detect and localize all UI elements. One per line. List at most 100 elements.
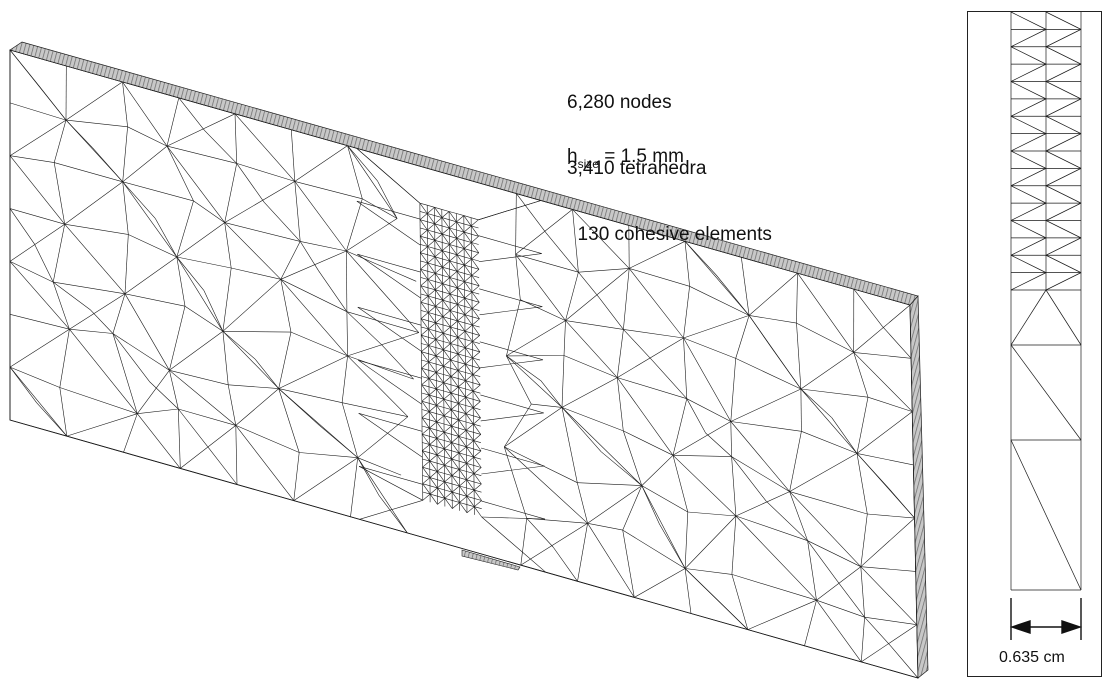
mesh-edge	[465, 430, 474, 441]
mesh-edge	[421, 345, 429, 352]
section-edge	[1010, 185, 1047, 204]
thickness-label: 0.635 cm	[999, 649, 1065, 666]
mesh-edge	[458, 446, 467, 454]
mesh-edge	[278, 355, 348, 389]
mesh-edge	[730, 388, 802, 422]
section-edge	[1010, 46, 1047, 65]
mesh-edge	[280, 279, 292, 333]
mesh-edge	[346, 250, 417, 282]
mesh-edge	[516, 193, 546, 233]
mesh-edge	[864, 616, 891, 646]
mesh-edge	[457, 304, 466, 315]
mesh-edge	[124, 293, 170, 371]
mesh-edge	[451, 450, 460, 454]
mesh-edge	[428, 361, 437, 365]
mesh-edge	[299, 452, 358, 458]
mesh-edge	[178, 408, 209, 447]
mesh-edge	[347, 355, 409, 417]
mesh-edge	[428, 370, 437, 373]
mesh-edge	[422, 483, 431, 487]
mesh-edge	[473, 401, 481, 408]
mesh-edge	[357, 306, 422, 352]
section-edge	[1045, 254, 1082, 273]
mesh-edge	[506, 355, 542, 381]
mesh-edge	[458, 419, 467, 431]
mesh-edge	[765, 500, 808, 541]
mesh-edge	[437, 487, 445, 491]
mesh-edge	[420, 279, 429, 286]
mesh-edge	[430, 493, 438, 497]
mesh-edge	[471, 233, 479, 237]
mesh-edge	[634, 597, 692, 614]
mesh-edge	[443, 390, 452, 394]
mesh-edge	[435, 322, 444, 334]
mesh-edge	[464, 308, 473, 315]
mesh-edge	[427, 229, 435, 233]
mesh-edge	[429, 427, 437, 431]
mesh-edge	[473, 434, 481, 441]
mesh-edge	[434, 256, 443, 268]
mesh-edge	[800, 352, 854, 390]
mesh-edge	[428, 339, 436, 346]
mesh-edge	[730, 358, 736, 422]
mesh-edge	[435, 347, 444, 350]
mesh-edge	[479, 306, 543, 316]
mesh-edge	[442, 277, 450, 284]
mesh-edge	[421, 359, 429, 363]
mesh-edge	[458, 386, 466, 398]
mesh-edge	[222, 331, 229, 385]
mesh-edge	[683, 286, 690, 339]
mesh-edge	[443, 415, 452, 419]
mesh-edge	[442, 308, 451, 311]
mesh-edge	[472, 308, 480, 311]
mesh-edge	[458, 413, 467, 421]
mesh-edge	[421, 351, 429, 363]
mesh-edge	[456, 271, 465, 282]
mesh-edge	[452, 502, 460, 509]
mesh-edge	[730, 421, 790, 492]
mesh-edge	[124, 256, 177, 295]
mesh-edge	[450, 376, 459, 388]
mesh-edge	[444, 442, 452, 450]
mesh-edge	[561, 407, 643, 486]
mesh-edge	[429, 460, 438, 472]
mesh-edge	[357, 416, 409, 458]
mesh-edge	[466, 506, 475, 514]
mesh-edge	[563, 320, 566, 356]
mesh-edge	[465, 339, 473, 342]
mesh-edge	[224, 222, 232, 269]
mesh-edge	[473, 417, 481, 425]
mesh-edge	[472, 384, 481, 392]
mesh-edge	[436, 415, 445, 423]
mesh-edge	[804, 600, 817, 646]
mesh-edge	[449, 238, 457, 245]
mesh-edge	[672, 421, 731, 456]
mesh-edge	[457, 328, 466, 332]
mesh-edge	[294, 181, 301, 242]
mesh-edge	[451, 401, 459, 404]
mesh-edge	[436, 405, 444, 408]
mesh-edge	[435, 289, 444, 301]
mesh-edge	[864, 616, 917, 625]
mesh-edge	[449, 271, 458, 278]
mesh-edge	[422, 450, 430, 462]
mesh-edge	[466, 496, 475, 507]
mesh-edge	[456, 231, 465, 239]
mesh-edge	[565, 272, 579, 321]
mesh-edge	[506, 355, 563, 408]
mesh-edge	[451, 475, 460, 487]
mesh-edge	[429, 394, 437, 398]
mesh-edge	[429, 411, 437, 414]
mesh-edge	[465, 374, 473, 381]
mesh-edge	[169, 331, 224, 371]
mesh-edge	[422, 458, 430, 462]
mesh-edge	[293, 500, 351, 518]
mesh-edge	[451, 458, 460, 470]
mesh-edge	[807, 540, 817, 601]
mesh-edge	[478, 235, 542, 254]
mesh-edge	[318, 270, 348, 312]
mesh-edge	[481, 516, 546, 573]
mesh-edge	[464, 314, 473, 318]
mesh-edge	[428, 353, 437, 357]
